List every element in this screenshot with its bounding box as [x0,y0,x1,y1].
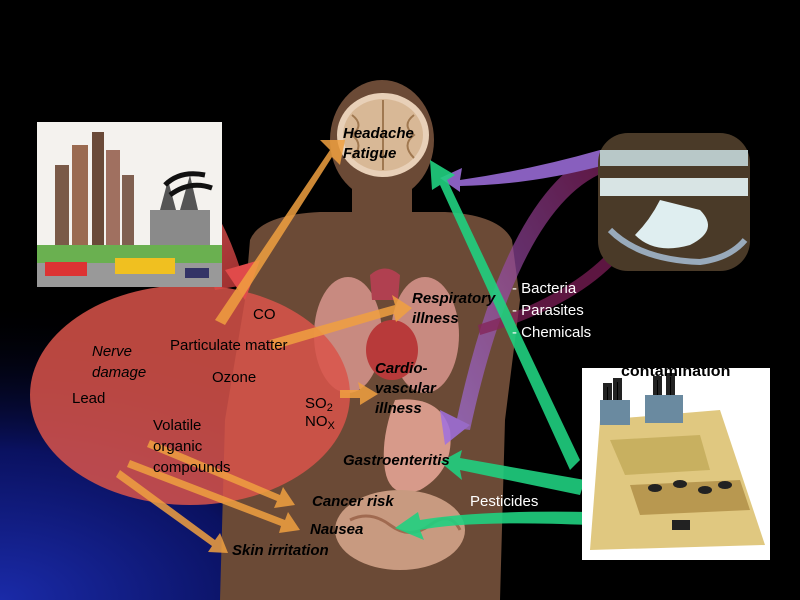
label-chemicals: - Chemicals [512,324,591,341]
label-cardio-3: illness [375,400,422,417]
label-cardio-1: Cardio- [375,360,428,377]
water-pipe-illustration [598,133,750,271]
label-respiratory-1: Respiratory [412,290,495,307]
label-nerve-1: Nerve [92,343,132,360]
label-lead: Lead [72,390,105,407]
label-headache: Headache [343,125,414,142]
label-nausea: Nausea [310,521,363,538]
label-ozone: Ozone [212,369,256,386]
label-cancer-risk: Cancer risk [312,493,394,510]
label-voc-2: organic [153,438,202,455]
label-pesticides: Pesticides [470,493,538,510]
label-skin-irritation: Skin irritation [232,542,329,559]
label-bacteria: - Bacteria [512,280,576,297]
city-smog-illustration [37,122,222,287]
label-respiratory-2: illness [412,310,459,327]
label-fatigue: Fatigue [343,145,396,162]
label-co: CO [253,306,276,323]
label-voc-1: Volatile [153,417,201,434]
label-nox: NOX [305,413,335,435]
farmland-illustration [582,368,770,560]
label-gastroenteritis: Gastroenteritis [343,452,450,469]
label-parasites: - Parasites [512,302,584,319]
label-voc-3: compounds [153,459,231,476]
label-particulate-matter: Particulate matter [170,337,288,354]
label-cardio-2: vascular [375,380,436,397]
label-contamination: contamination [621,363,730,380]
label-nerve-2: damage [92,364,146,381]
